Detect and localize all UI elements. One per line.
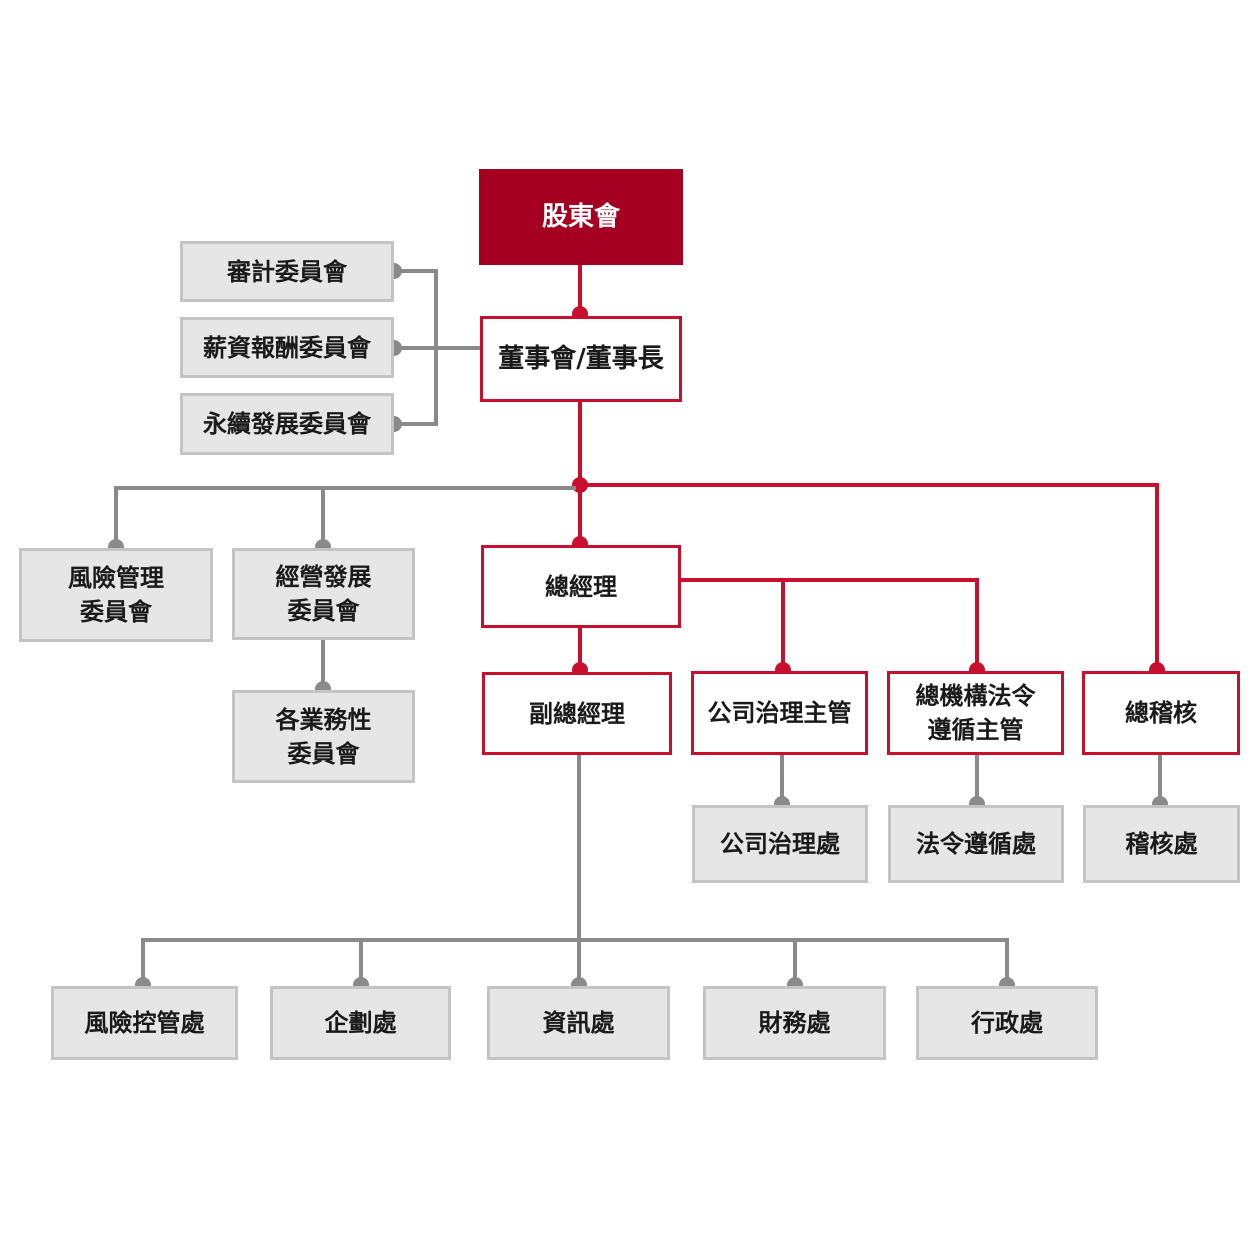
sustainability-committee-box: 永續發展委員會: [180, 393, 394, 455]
business-development-committee-label-line1: 經營發展: [275, 563, 372, 591]
finance-dept-box: 財務處: [703, 986, 886, 1060]
risk-committee-box: 風險管理 委員會: [19, 548, 213, 642]
audit-dept-label: 稽核處: [1125, 830, 1198, 858]
operations-committees-label-line1: 各業務性: [275, 705, 372, 734]
sustainability-committee-label: 永續發展委員會: [203, 410, 371, 438]
officer-department-line: [780, 755, 1162, 805]
committee-bracket-line: [394, 269, 480, 426]
risk-control-dept-box: 風險控管處: [51, 986, 238, 1060]
compliance-officer-box: 總機構法令 遵循主管: [887, 671, 1064, 755]
board-box: 董事會/董事長: [480, 316, 682, 402]
compensation-committee-label: 薪資報酬委員會: [203, 333, 371, 362]
it-dept-box: 資訊處: [487, 986, 670, 1060]
compliance-dept-label: 法令遵循處: [916, 830, 1036, 858]
chief-auditor-box: 總稽核: [1082, 671, 1240, 755]
it-dept-label: 資訊處: [542, 1009, 615, 1037]
admin-dept-box: 行政處: [916, 986, 1098, 1060]
corporate-governance-officer-box: 公司治理主管: [691, 671, 868, 755]
risk-control-dept-label: 風險控管處: [84, 1009, 205, 1037]
compliance-officer-label-line1: 總機構法令: [915, 682, 1036, 710]
president-box: 總經理: [481, 545, 681, 628]
planning-dept-label: 企劃處: [324, 1009, 397, 1037]
board-auditor-line: [580, 483, 1159, 671]
shareholders-meeting-box: 股東會: [479, 169, 683, 265]
corporate-governance-officer-label: 公司治理主管: [707, 699, 852, 727]
audit-dept-box: 稽核處: [1083, 805, 1240, 883]
vice-president-label: 副總經理: [529, 699, 625, 728]
finance-dept-label: 財務處: [758, 1009, 831, 1037]
compliance-dept-box: 法令遵循處: [888, 805, 1064, 883]
risk-committee-label-line2: 委員會: [80, 598, 152, 626]
vp-departments-line: [141, 755, 1009, 986]
audit-committee-label: 審計委員會: [227, 257, 347, 286]
business-development-committee-box: 經營發展 委員會: [232, 548, 415, 640]
chief-auditor-label: 總稽核: [1125, 699, 1197, 727]
admin-dept-label: 行政處: [971, 1009, 1043, 1037]
corporate-governance-dept-box: 公司治理處: [692, 805, 868, 883]
shareholders-meeting-label: 股東會: [541, 202, 620, 232]
compensation-committee-box: 薪資報酬委員會: [180, 317, 394, 378]
audit-committee-box: 審計委員會: [180, 241, 394, 302]
corporate-governance-dept-label: 公司治理處: [720, 830, 840, 858]
board-committees-line: [114, 486, 576, 548]
planning-dept-box: 企劃處: [270, 986, 451, 1060]
operations-committees-box: 各業務性 委員會: [232, 690, 415, 783]
president-officers-line: [681, 578, 979, 671]
vice-president-box: 副總經理: [482, 672, 672, 755]
business-development-committee-label-line2: 委員會: [287, 597, 360, 625]
operations-committees-label-line2: 委員會: [287, 739, 360, 768]
president-label: 總經理: [545, 572, 617, 601]
board-label: 董事會/董事長: [498, 344, 664, 374]
compliance-officer-label-line2: 遵循主管: [927, 716, 1024, 744]
risk-committee-label-line1: 風險管理: [68, 564, 164, 592]
